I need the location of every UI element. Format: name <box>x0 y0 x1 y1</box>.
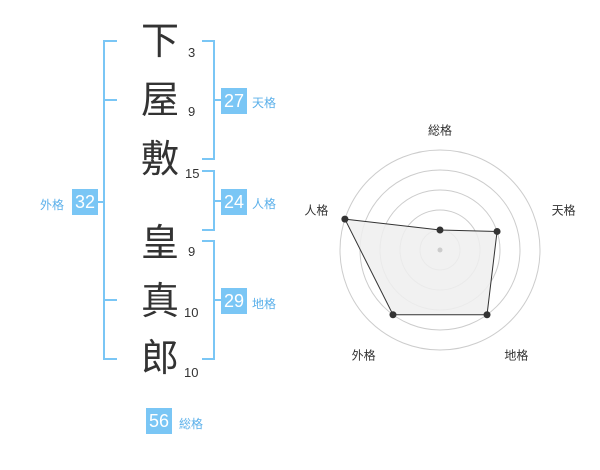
radar-axis-label: 総格 <box>427 123 453 138</box>
jinkaku-value-badge: 24 <box>221 189 247 215</box>
given-strokes-3: 10 <box>184 365 199 380</box>
tenkaku-value-badge: 27 <box>221 88 247 114</box>
given-char-2: 真 <box>140 279 179 323</box>
radar-center <box>437 247 443 253</box>
chikaku-bracket <box>202 240 222 360</box>
radar-axis-label: 外格 <box>351 348 376 363</box>
radar-area <box>344 218 498 316</box>
surname-char-1: 下 <box>140 19 179 63</box>
surname-char-2: 屋 <box>140 78 179 122</box>
gaikaku-value-badge: 32 <box>72 189 98 215</box>
chikaku-value-badge: 29 <box>221 288 247 314</box>
soukaku-value-badge: 56 <box>146 408 172 434</box>
tenkaku-bracket <box>202 40 222 160</box>
gaikaku-label: 外格 <box>40 198 65 212</box>
radar-axis-label: 人格 <box>304 203 329 218</box>
soukaku-label: 総格 <box>179 417 204 431</box>
given-strokes-1: 9 <box>188 244 196 259</box>
surname-strokes-3: 15 <box>185 166 200 181</box>
radar-point <box>493 227 501 235</box>
surname-strokes-1: 3 <box>188 45 196 60</box>
radar-axis-label: 地格 <box>504 348 529 363</box>
chikaku-label: 地格 <box>252 297 277 311</box>
radar-axis-label: 天格 <box>551 203 576 218</box>
gaikaku-bracket <box>92 40 117 360</box>
jinkaku-bracket <box>202 170 222 231</box>
given-char-3: 郎 <box>140 336 179 380</box>
radar-point <box>389 311 397 319</box>
tenkaku-label: 天格 <box>252 96 277 110</box>
radar-point <box>436 226 444 234</box>
radar-point <box>483 311 491 319</box>
radar-ring <box>339 149 541 351</box>
surname-strokes-2: 9 <box>188 104 196 119</box>
given-strokes-2: 10 <box>184 305 199 320</box>
jinkaku-label: 人格 <box>252 197 277 211</box>
radar-point <box>341 215 349 223</box>
given-char-1: 皇 <box>140 221 179 265</box>
surname-char-3: 敷 <box>140 137 179 181</box>
